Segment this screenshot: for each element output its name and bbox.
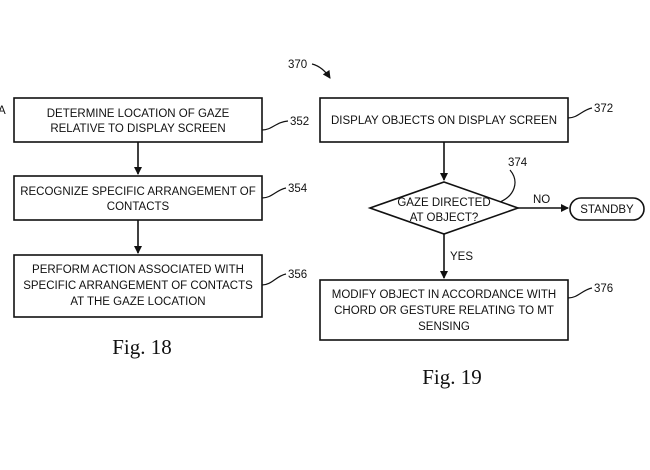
fig19-caption: Fig. 19	[422, 365, 482, 389]
fig19-ref-370: 370	[288, 59, 307, 71]
fig18-edge-mark: A	[0, 105, 6, 117]
fig19-no-label: NO	[533, 194, 550, 206]
fig18-ref-356-leader	[261, 273, 287, 286]
fig18-step-356-box	[13, 254, 263, 318]
fig18-step-352-box	[13, 97, 263, 143]
fig19-standby-text: STANDBY	[580, 204, 634, 216]
fig19-standby-terminal	[569, 197, 645, 221]
fig18-ref-356: 356	[288, 269, 307, 281]
fig19-step-372-box	[319, 97, 569, 143]
fig19-ref-370-leader	[311, 63, 331, 79]
fig18-step-352-line2: RELATIVE TO DISPLAY SCREEN	[50, 123, 225, 135]
fig18-flowchart: A DETERMINE LOCATION OF GAZE RELATIVE TO…	[0, 97, 309, 359]
fig19-step-372-text: DISPLAY OBJECTS ON DISPLAY SCREEN	[331, 115, 557, 127]
fig18-caption: Fig. 18	[112, 335, 172, 359]
fig18-ref-354: 354	[288, 183, 308, 195]
fig18-step-356-line3: AT THE GAZE LOCATION	[70, 296, 205, 308]
fig18-step-352-line1: DETERMINE LOCATION OF GAZE	[47, 108, 230, 120]
fig19-step-376-line2: CHORD OR GESTURE RELATING TO MT	[334, 305, 554, 317]
fig19-decision-line2: AT OBJECT?	[410, 212, 479, 224]
fig18-step-354-line1: RECOGNIZE SPECIFIC ARRANGEMENT OF	[20, 186, 256, 198]
fig18-step-354-box	[13, 175, 263, 221]
fig18-step-356-line1: PERFORM ACTION ASSOCIATED WITH	[32, 264, 244, 276]
fig19-ref-372-leader	[567, 107, 593, 119]
fig19-flowchart: 370 DISPLAY OBJECTS ON DISPLAY SCREEN 37…	[288, 59, 645, 389]
fig19-decision-line1: GAZE DIRECTED	[397, 197, 490, 209]
fig19-ref-374-leader	[499, 169, 516, 203]
fig19-step-376-box	[319, 279, 569, 341]
fig19-ref-376: 376	[594, 283, 613, 295]
fig19-yes-label: YES	[450, 251, 473, 263]
fig19-ref-372: 372	[594, 103, 613, 115]
fig19-ref-376-leader	[567, 287, 593, 299]
fig18-ref-352: 352	[290, 116, 309, 128]
fig19-ref-374: 374	[508, 157, 528, 169]
fig19-step-376-line3: SENSING	[418, 321, 470, 333]
fig18-step-354-line2: CONTACTS	[107, 201, 170, 213]
fig18-ref-352-leader	[261, 120, 289, 131]
fig18-step-356-line2: SPECIFIC ARRANGEMENT OF CONTACTS	[23, 280, 253, 292]
fig18-ref-354-leader	[261, 187, 287, 199]
fig19-step-376-line1: MODIFY OBJECT IN ACCORDANCE WITH	[332, 289, 556, 301]
